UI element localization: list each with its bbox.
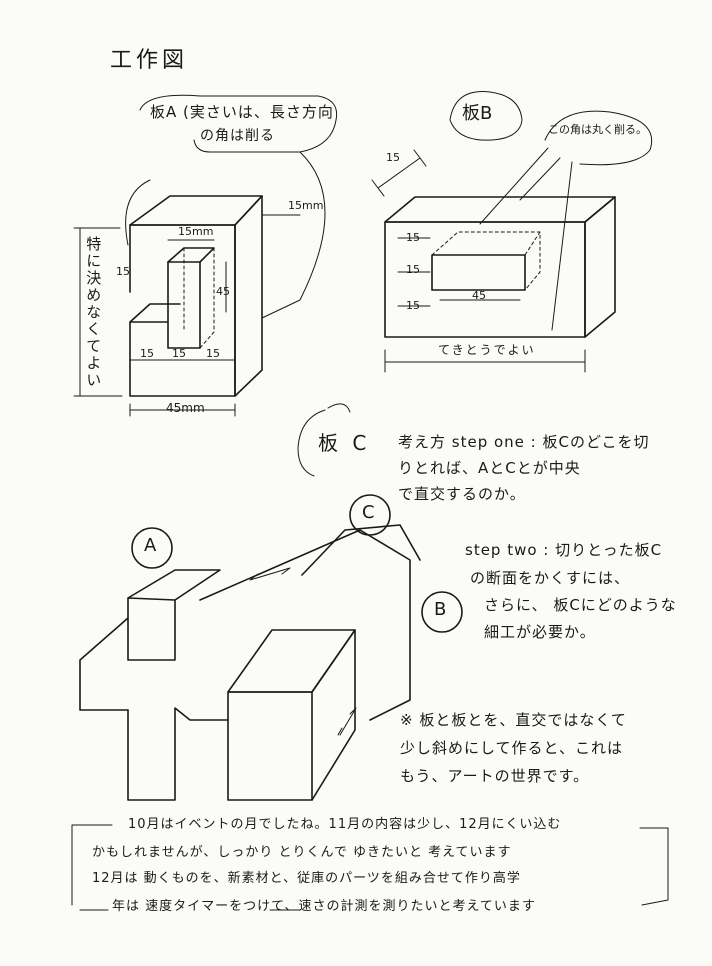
assembly-board-a-left — [79, 617, 129, 711]
board-c-bracket — [297, 409, 326, 477]
art-note-line1: ※ 板と板とを、直交ではなくて — [400, 711, 627, 729]
board-a-drawing — [73, 94, 338, 417]
board-b-dim-left — [397, 237, 431, 307]
footer-line4: 年は 速度タイマーをつけて、速さの計測を測りたいと考えています — [112, 899, 536, 914]
board-a-dim-bottom-3: 15 — [206, 347, 220, 360]
board-b-top-face — [384, 196, 616, 223]
board-b-dim-slot-width-label: 45 — [472, 289, 486, 302]
board-b-drawing — [371, 91, 652, 373]
board-b-dim-left-1: 15 — [406, 231, 420, 244]
board-a-front-face — [129, 224, 236, 397]
assembly-board-b-side — [311, 629, 356, 801]
assembly-arrow-horizontal — [249, 567, 291, 581]
board-a-side-note: 特に決めなくてよい — [84, 236, 103, 389]
art-note-line3: もう、アートの世界です。 — [400, 767, 590, 785]
board-a-callout-arrow-long — [261, 151, 326, 319]
board-b-slot — [431, 254, 526, 291]
board-b-dim-left-3: 15 — [406, 299, 420, 312]
board-c-step-two-line1: step two : 切りとった板C — [465, 541, 663, 559]
board-a-callout-bubble — [139, 94, 338, 153]
board-b-corner-bubble — [544, 110, 652, 166]
assembly-label-c: C — [362, 502, 375, 523]
board-b-dim-left-2: 15 — [406, 263, 420, 276]
board-b-dim-thickness-label: 15 — [386, 151, 400, 164]
board-a-dim-bottom-1: 15 — [140, 347, 154, 360]
board-b-label: 板B — [462, 103, 493, 124]
page-title: 工作図 — [110, 48, 189, 73]
board-a-note-line2: の角は削る — [200, 128, 275, 144]
board-c-bracket-curl — [327, 403, 351, 413]
assembly-label-a-circle — [131, 527, 173, 569]
board-c-step-two-line2: の断面をかくすには、 — [470, 569, 631, 587]
assembly-board-c-outline — [199, 529, 411, 721]
board-a-dim-height — [73, 227, 123, 397]
assembly-board-a-top — [127, 569, 221, 661]
board-a-callout-arrow — [125, 179, 151, 246]
board-a-dim-width-label: 45mm — [166, 401, 205, 415]
board-a-top-face — [129, 195, 263, 226]
assembly-board-b-front — [227, 691, 313, 801]
board-b-corner-note: この角は丸く削る。 — [548, 123, 647, 136]
board-b-dim-thickness — [371, 149, 427, 197]
board-a-slot-top — [167, 247, 215, 263]
board-c-step-two-line4: 細工が必要か。 — [484, 623, 596, 641]
board-b-label-bubble — [449, 91, 523, 141]
board-a-slot-hidden — [183, 247, 215, 349]
board-a-dim-width — [129, 403, 236, 417]
assembly-label-b-circle — [421, 591, 463, 633]
board-b-dim-length — [384, 349, 586, 373]
board-a-step-top — [129, 303, 181, 323]
art-note-line2: 少し斜めにして作ると、これは — [400, 739, 623, 757]
board-a-dim-left-label: 15 — [116, 265, 130, 278]
board-c-label: 板 C — [318, 431, 371, 455]
board-a-note-line1: 板A (実さいは、長さ方向 — [150, 103, 334, 121]
board-a-side-face — [234, 195, 263, 397]
board-b-side-face — [584, 196, 616, 338]
footer-bracket — [71, 824, 669, 906]
board-b-front-face — [384, 221, 586, 338]
footer-line1: 10月はイベントの月でしたね。11月の内容は少し、12月にくい込む — [128, 817, 562, 832]
assembly-drawing — [79, 494, 463, 801]
assembly-label-b: B — [434, 599, 447, 620]
board-a-dim-top-label: 15mm — [288, 199, 324, 212]
assembly-label-a: A — [144, 535, 157, 556]
footer-line3: 12月は 動くものを、新素材と、従庫のパーツを組み合せて作り高学 — [92, 871, 521, 886]
assembly-arrow-diagonal — [337, 707, 357, 736]
board-a-dim-slot-height-label: 45 — [216, 285, 230, 298]
board-a-dim-bottom-2: 15 — [172, 347, 186, 360]
board-b-corner-arrows — [479, 147, 573, 331]
assembly-board-a-bottom — [127, 707, 229, 801]
board-c-step-one-line3: で直交するのか。 — [398, 485, 526, 503]
footer-line2: かもしれませんが、しっかり とりくんで ゆきたいと 考えています — [92, 845, 512, 860]
assembly-board-b-top — [227, 629, 356, 693]
board-c-step-two-line3: さらに、 板Cにどのような — [484, 596, 677, 614]
assembly-board-c-top — [301, 524, 421, 576]
board-b-length-note: てきとうでよい — [438, 343, 536, 357]
assembly-label-c-circle — [349, 494, 391, 536]
board-c-step-one-line2: りとれば、AとCとが中央 — [398, 459, 581, 477]
board-b-slot-hidden — [431, 231, 541, 291]
board-c-step-one-line1: 考え方 step one : 板Cのどこを切 — [398, 433, 650, 451]
board-a-dim-slot-label: 15mm — [178, 225, 214, 238]
